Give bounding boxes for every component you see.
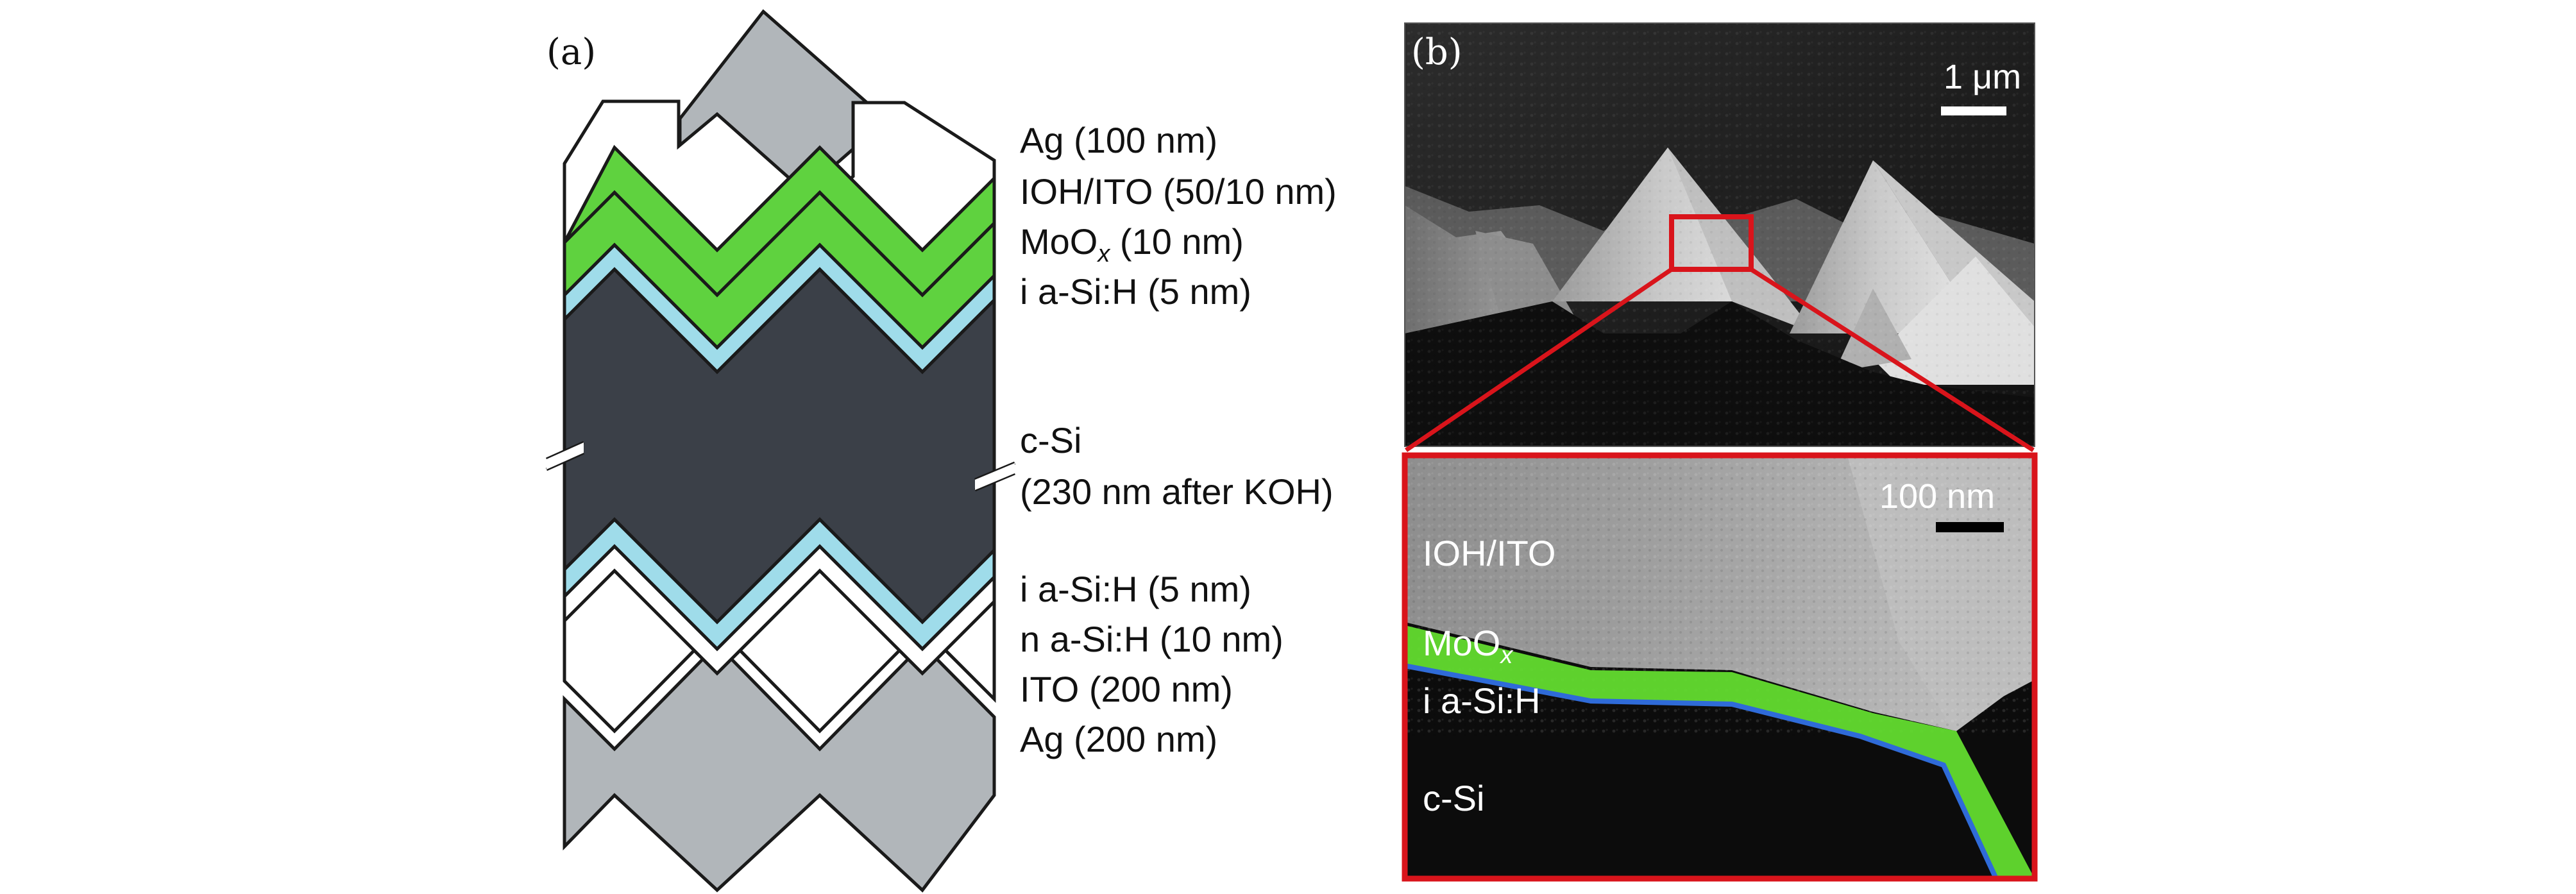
sem-moox-band <box>1405 625 2035 879</box>
panel-b-label: (b) <box>1411 31 1462 73</box>
break-mark-right <box>974 461 1015 492</box>
zoom-region-box <box>1669 214 1754 272</box>
sem-a-si-line <box>1405 663 1999 879</box>
sem-zoom-image: 100 nm IOH/ITO MoOx i a-Si:H c-Si <box>1405 455 2035 879</box>
sem-label-a-si: i a-Si:H <box>1423 680 1541 721</box>
layer-labels: Ag (100 nm) IOH/ITO (50/10 nm) MoOx (10 … <box>1020 120 1337 759</box>
bottom-ag-layer <box>563 642 996 893</box>
label-ag-top: Ag (100 nm) <box>1020 120 1217 160</box>
sem-overview-image: 1 μm <box>1405 23 2035 446</box>
label-a-si-top: i a-Si:H (5 nm) <box>1020 271 1251 312</box>
sem-label-c-si: c-Si <box>1423 778 1484 818</box>
panel-a: (a) Ag (100 <box>545 9 1337 893</box>
label-c-si-thickness: (230 nm after KOH) <box>1020 471 1334 512</box>
sem-label-moox: MoOx <box>1423 623 1514 669</box>
moox-layer-upper <box>563 144 996 298</box>
label-a-si-bottom: i a-Si:H (5 nm) <box>1020 569 1251 609</box>
scale-bar-top <box>1941 106 2006 115</box>
zoom-connector-left <box>1405 267 1673 452</box>
n-a-si-layer <box>563 544 996 676</box>
sem-label-ioh-ito: IOH/ITO <box>1423 533 1555 573</box>
sem-overview-frame <box>1404 22 2035 447</box>
sem-zoom-frame <box>1402 452 2038 882</box>
label-ito: ITO (200 nm) <box>1020 669 1233 709</box>
label-c-si: c-Si <box>1020 420 1081 460</box>
label-ag-bottom: Ag (200 nm) <box>1020 719 1217 759</box>
sem-scale-label: 100 nm <box>1879 477 1995 516</box>
scale-label-top: 1 μm <box>1944 58 2021 96</box>
label-moox: MoOx (10 nm) <box>1020 221 1244 267</box>
label-n-a-si: n a-Si:H (10 nm) <box>1020 619 1284 659</box>
panel-b: 1 μm 100 nm IOH/ITO MoOx i a-Si:H c-Si <box>1402 22 2038 882</box>
break-mark-left <box>545 441 585 471</box>
sem-scale-bar <box>1936 522 2004 532</box>
zoom-connector-right <box>1750 267 2035 452</box>
panel-a-label: (a) <box>547 31 596 73</box>
label-ioh-ito: IOH/ITO (50/10 nm) <box>1020 171 1337 212</box>
